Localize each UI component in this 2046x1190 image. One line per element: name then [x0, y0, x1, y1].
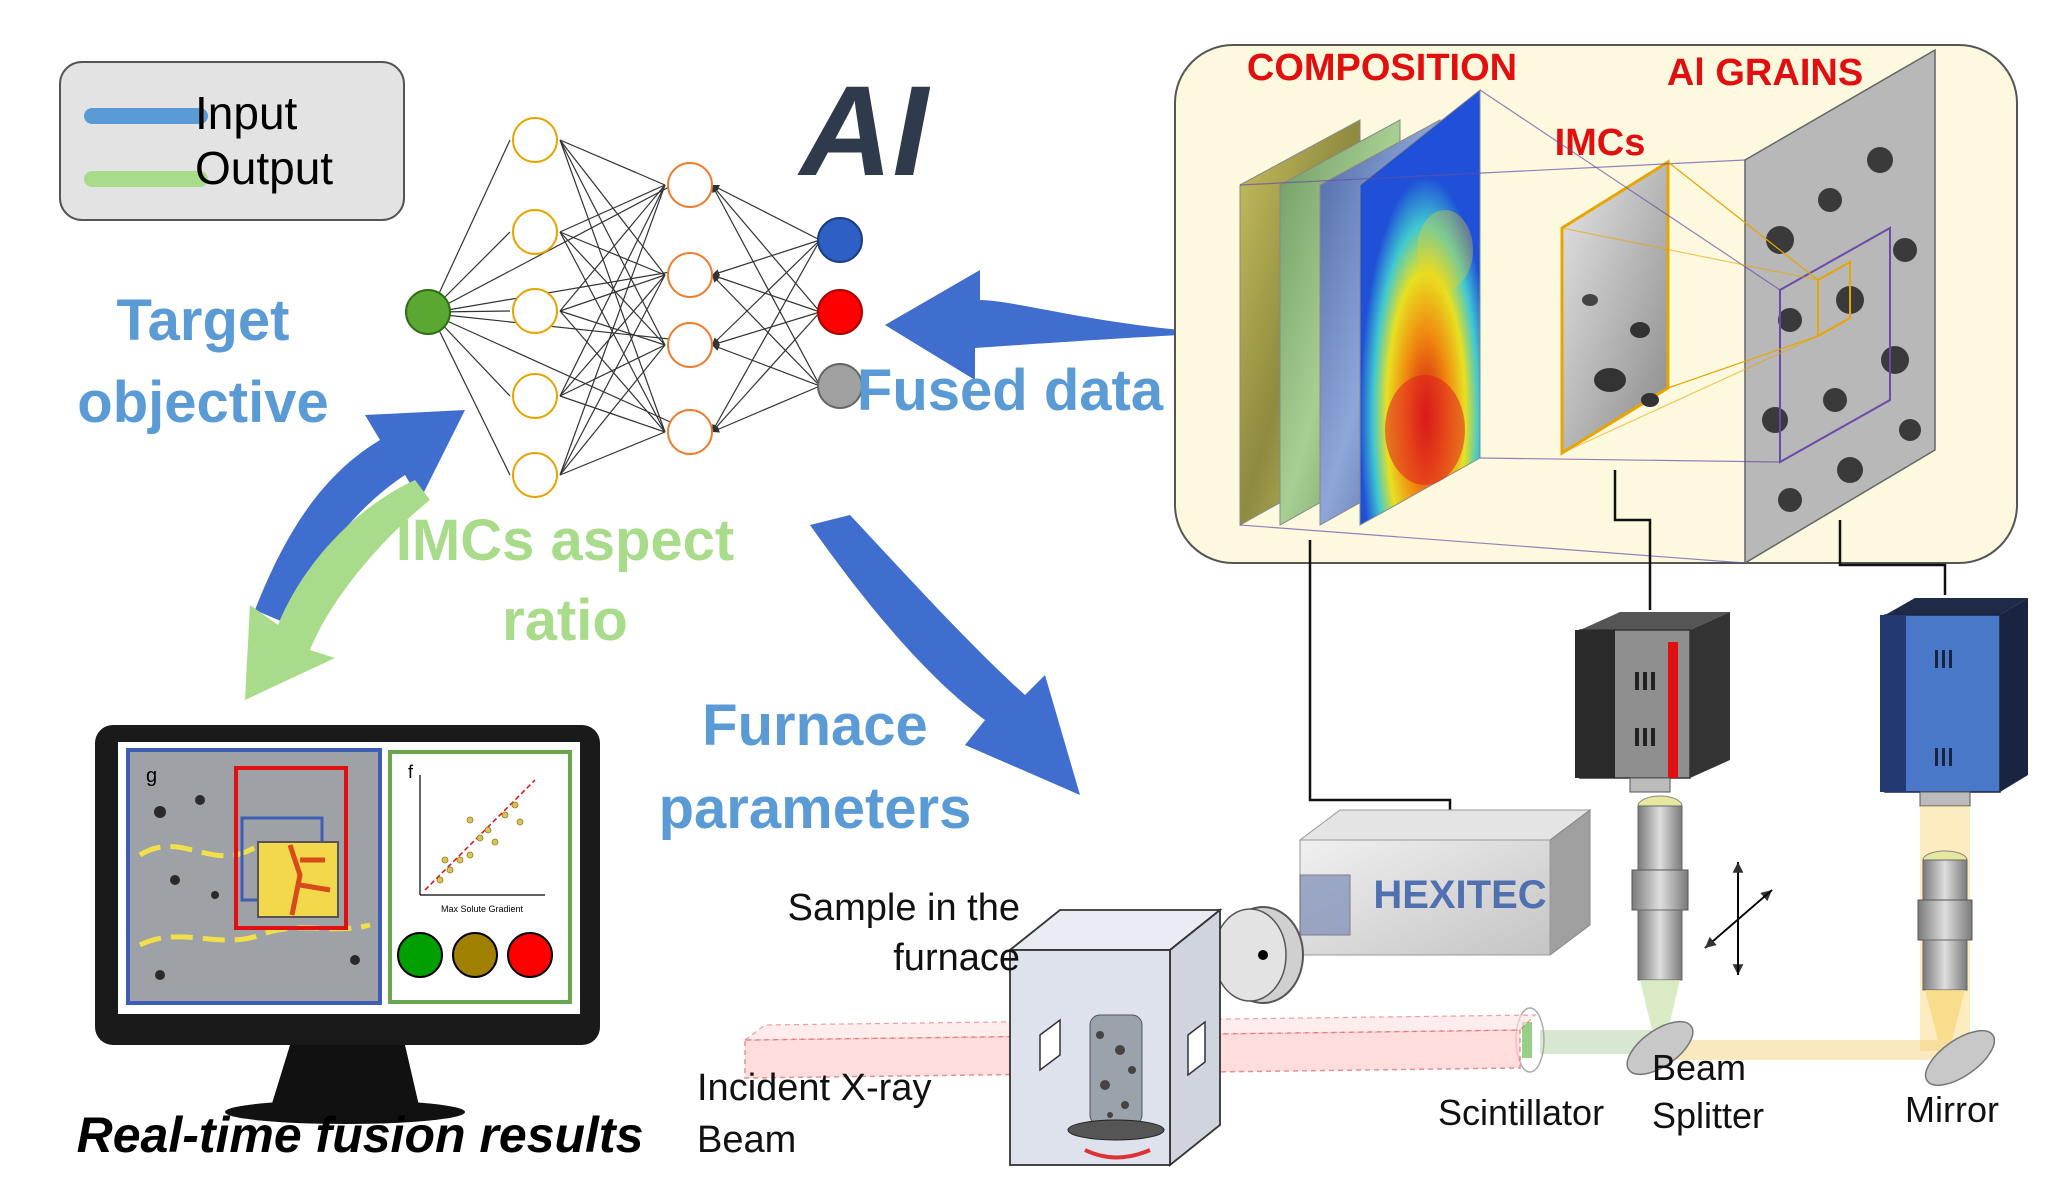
hexitec-detector: HEXITEC	[1298, 809, 1592, 956]
beam-splitter-line2: Splitter	[1652, 1095, 1764, 1136]
scintillator-label: Scintillator	[1438, 1092, 1604, 1133]
al-grains-dendrites	[1762, 147, 1921, 512]
rotation-arrow	[1084, 1148, 1151, 1160]
monitor-panel-g-label: g	[146, 765, 157, 787]
legend: Input Output	[59, 61, 405, 221]
legend-box	[59, 61, 405, 221]
traffic-light-red	[507, 932, 553, 978]
arrow-monitor-to-target	[255, 410, 465, 625]
neuron-layer2-4	[667, 409, 713, 455]
sample-stage	[1067, 1119, 1165, 1141]
furnace-parameters-line2: parameters	[659, 776, 972, 841]
monitor: g f Max Solute Gradient	[95, 725, 600, 1124]
neuron-layer1-5	[512, 452, 558, 498]
realtime-fusion-label: Real-time fusion results	[77, 1107, 644, 1163]
monitor-panel-f-label: f	[408, 762, 414, 782]
arrow-network-to-furnace	[810, 515, 1080, 795]
ai-title: AI	[797, 60, 930, 203]
beam-splitter-line1: Beam	[1652, 1047, 1746, 1088]
composition-stack	[1239, 88, 1481, 526]
al-grains-zoom-box	[1779, 226, 1891, 464]
grains-lens	[1917, 850, 1973, 1040]
heatmap-warm-spot	[1417, 210, 1473, 290]
neuron-input-blue	[817, 217, 863, 263]
arrow-target-to-monitor	[245, 480, 430, 700]
cable-hexitec	[1308, 540, 1452, 840]
neuron-layer1-3	[512, 288, 558, 334]
hexitec-label: HEXITEC	[1373, 873, 1546, 917]
neuron-output-target	[405, 289, 451, 335]
roi-red-box	[234, 766, 348, 930]
legend-output-label: Output	[195, 142, 333, 194]
target-objective-line1: Target	[117, 288, 290, 353]
traffic-light-green	[397, 932, 443, 978]
al-grains-label: Al GRAINS	[1667, 52, 1863, 94]
network-connections	[435, 139, 821, 476]
imcs-lens	[1631, 795, 1689, 1030]
imcs-panel	[1560, 159, 1670, 456]
furnace	[1007, 908, 1223, 1167]
imcs-particle-1	[1594, 368, 1626, 392]
legend-input-label: Input	[195, 87, 298, 139]
sample-in-furnace-line1: Sample in the	[788, 887, 1020, 929]
neuron-input-grey	[817, 363, 863, 409]
cable-grains-camera	[1838, 520, 1947, 595]
imcs-aspect-ratio-line1: IMCs aspect	[396, 508, 734, 573]
beam-splitter	[1626, 1020, 1694, 1076]
neural-network	[405, 117, 863, 498]
incident-xray-line2: Beam	[697, 1119, 796, 1161]
projection-lines	[1239, 89, 1819, 564]
heatmap-hot-spot	[1385, 375, 1465, 485]
arrow-fused-to-network	[885, 270, 1180, 380]
al-grains-inner-box	[1817, 260, 1851, 338]
incident-xray-line1: Incident X-ray	[697, 1067, 931, 1109]
furnace-parameters-line1: Furnace	[702, 693, 928, 758]
sample-in-furnace-line2: furnace	[893, 937, 1020, 979]
fused-data-label: Fused data	[857, 358, 1164, 423]
neuron-layer1-1	[512, 117, 558, 163]
traffic-light-amber	[452, 932, 498, 978]
roi-inset-dendrite	[287, 844, 331, 916]
monitor-scatter-plot: Max Solute Gradient	[419, 775, 545, 914]
optical-light-path	[1540, 806, 1970, 1060]
mirror-label: Mirror	[1905, 1089, 1999, 1130]
imcs-particle-4	[1641, 393, 1659, 407]
neuron-layer2-2	[667, 252, 713, 298]
neuron-layer1-2	[512, 209, 558, 255]
al-grains-panel	[1744, 48, 1936, 565]
target-objective-line2: objective	[77, 370, 328, 435]
imcs-aspect-ratio-line2: ratio	[502, 588, 628, 653]
fused-data-panel: COMPOSITION IMCs Al GRAINS	[1174, 44, 2018, 565]
neuron-layer2-3	[667, 322, 713, 368]
mirror	[1924, 1029, 1996, 1087]
neuron-layer2-1	[667, 162, 713, 208]
stage-motion-arrows	[1704, 862, 1773, 975]
furnace-exit-window	[1187, 1020, 1206, 1077]
neuron-layer1-4	[512, 373, 558, 419]
neuron-input-red	[817, 289, 863, 335]
monitor-base	[225, 1100, 465, 1124]
imcs-label: IMCs	[1555, 122, 1646, 164]
monitor-panel-g	[126, 748, 382, 1005]
imcs-particle-2	[1630, 322, 1650, 338]
grains-camera	[1880, 598, 2028, 807]
cable-imcs-camera	[1613, 470, 1652, 610]
imcs-camera	[1575, 612, 1730, 793]
imcs-particle-3	[1582, 294, 1598, 306]
furnace-entry-window	[1039, 1018, 1061, 1072]
monitor-scatter-xlabel: Max Solute Gradient	[441, 904, 524, 914]
monitor-stand	[270, 1045, 420, 1110]
composition-label: COMPOSITION	[1247, 47, 1517, 89]
hexitec-sensor-window	[1299, 874, 1351, 936]
beam-stop-disc	[1213, 906, 1304, 1004]
